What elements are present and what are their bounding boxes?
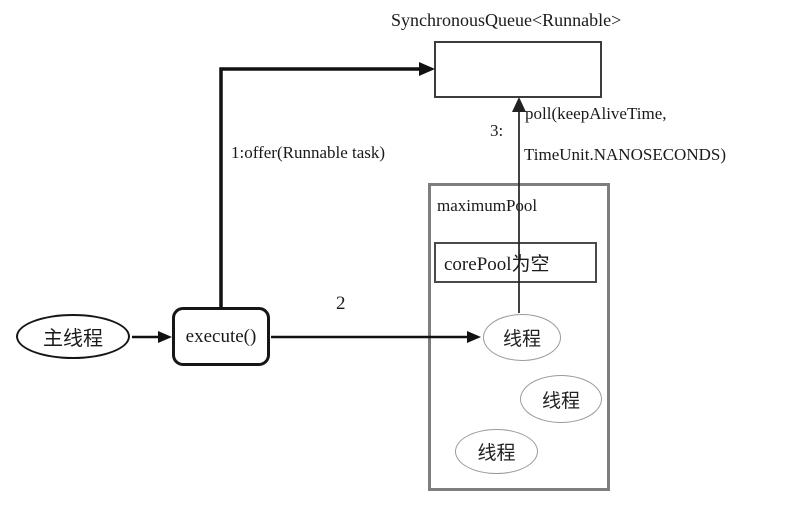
maximum-pool-label: maximumPool: [437, 196, 538, 215]
execute-node: execute(): [172, 307, 270, 366]
thread-node-1: 线程: [483, 314, 561, 361]
thread-node-2: 线程: [520, 375, 602, 423]
thread-label: 线程: [541, 390, 580, 412]
offer-arrow: [219, 62, 435, 308]
execute-label: execute(): [185, 325, 257, 347]
main-to-execute-arrow: [132, 331, 172, 343]
poll-call-line2: TimeUnit.NANOSECONDS): [524, 145, 726, 164]
queue-title: SynchronousQueue<Runnable>: [391, 10, 622, 30]
offer-edge-label: 1:offer(Runnable task): [231, 143, 386, 162]
synchronous-queue-box: [434, 41, 602, 98]
core-pool-label: corePool为空: [444, 254, 550, 275]
main-thread-node: 主线程: [16, 314, 130, 359]
thread-label: 线程: [477, 443, 516, 464]
main-thread-label: 主线程: [43, 328, 103, 350]
core-pool-box: corePool为空: [434, 242, 597, 283]
step3-label: 3:: [490, 121, 504, 140]
thread-node-3: 线程: [455, 429, 538, 474]
poll-call-line1: poll(keepAliveTime,: [525, 104, 667, 123]
step2-label: 2: [336, 293, 346, 314]
thread-label: 线程: [502, 329, 541, 350]
